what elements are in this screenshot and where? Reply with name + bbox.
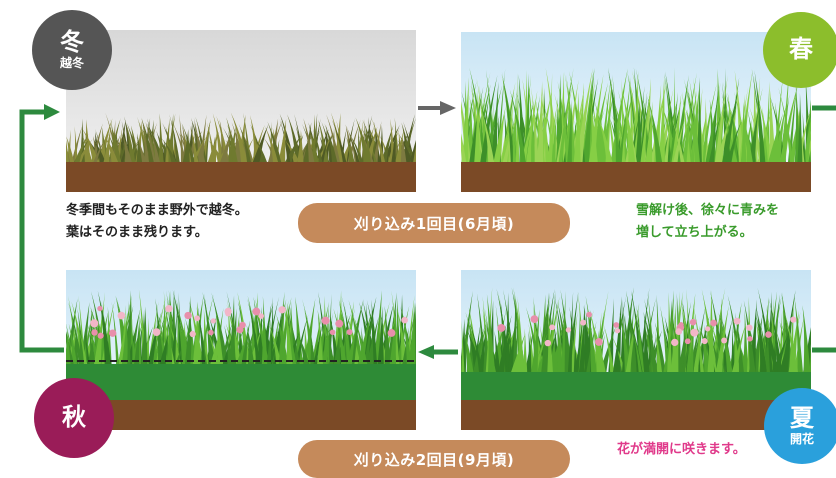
first-mowing-label: 刈り込み1回目(6月頃) [298, 203, 570, 243]
winter-caption-line-1: 冬季間もそのまま野外で越冬。 [66, 203, 248, 218]
summer-panel [461, 270, 811, 430]
spring-badge-label: 春 [789, 35, 813, 64]
winter-panel [66, 30, 416, 192]
arrow-winter-to-spring [418, 101, 456, 115]
spring-badge: 春 [763, 12, 836, 88]
summer-badge-sublabel: 開花 [789, 432, 814, 447]
summer-grass-illustration [461, 270, 811, 430]
second-mowing-label: 刈り込み2回目(9月頃) [298, 440, 570, 478]
spring-caption-line-1: 雪解け後、徐々に青みを [636, 203, 780, 218]
spring-caption-line-2: 増して立ち上がる。 [636, 225, 753, 240]
arrow-autumn-to-winter [19, 104, 64, 353]
autumn-grass-illustration [66, 270, 416, 430]
autumn-panel [66, 270, 416, 430]
spring-caption: 雪解け後、徐々に青みを 増して立ち上がる。 [636, 200, 779, 244]
summer-caption: 花が満開に咲きます。 [617, 439, 746, 461]
winter-badge: 冬 越冬 [32, 10, 112, 90]
winter-caption: 冬季間もそのまま野外で越冬。 葉はそのまま残ります。 [66, 200, 248, 244]
summer-badge-label: 夏 [790, 404, 814, 433]
arrow-spring-to-summer [812, 105, 836, 353]
summer-caption-line-1: 花が満開に咲きます。 [617, 442, 746, 457]
winter-badge-label: 冬 [60, 28, 84, 57]
summer-badge: 夏 開花 [764, 388, 836, 464]
autumn-badge: 秋 [34, 378, 114, 458]
arrow-summer-to-autumn [418, 345, 458, 359]
winter-badge-sublabel: 越冬 [59, 56, 84, 71]
autumn-badge-label: 秋 [62, 403, 86, 432]
winter-caption-line-2: 葉はそのまま残ります。 [66, 225, 208, 240]
spring-grass-illustration [461, 32, 811, 192]
winter-grass-illustration [66, 30, 416, 192]
spring-panel [461, 32, 811, 192]
